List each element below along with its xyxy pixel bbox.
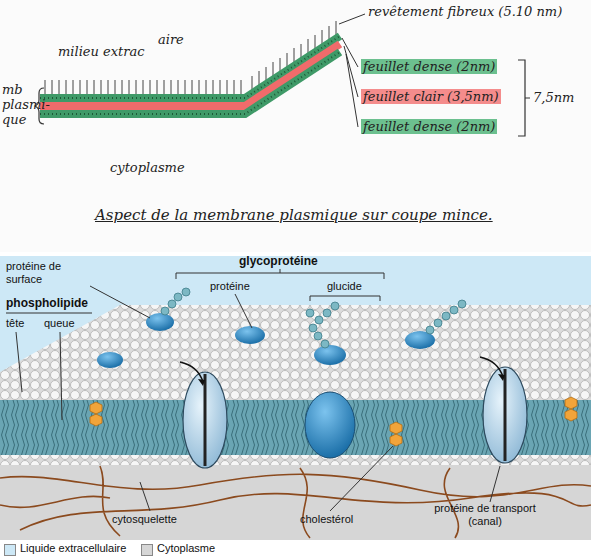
part-label: mb plasmi- que: [2, 82, 34, 127]
layer-label: feuillet dense (2nm): [361, 119, 497, 134]
part-label: protéine de surface: [6, 260, 88, 286]
region-label: milieu extrac: [58, 44, 145, 59]
part-label: queue: [44, 317, 75, 330]
region-label: cytoplasme: [110, 160, 185, 175]
part-label: protéine de transport (canal): [420, 502, 550, 528]
layer-label: feuillet clair (3,5nm): [361, 89, 501, 104]
part-label: cholestérol: [300, 513, 353, 526]
part-label: phospholipide: [6, 297, 88, 310]
part-label: protéine: [210, 280, 250, 293]
part-label: glycoprotéine: [239, 255, 318, 268]
part-label: tête: [6, 317, 24, 330]
legend-swatch: [4, 544, 16, 556]
part-label: cytosquelette: [112, 513, 177, 526]
caption: Aspect de la membrane plasmique sur coup…: [95, 206, 493, 224]
layer-label: feuillet dense (2nm): [361, 59, 497, 74]
legend-text: Liquide extracellulaire: [20, 542, 126, 554]
dimension-label: revêtement fibreux (5.10 nm): [368, 4, 562, 19]
region-label: aire: [158, 32, 184, 47]
legend-swatch: [141, 544, 153, 556]
legend-text: Cytoplasme: [157, 542, 215, 554]
part-label: glucide: [327, 280, 362, 293]
dimension-label: 7,5nm: [533, 90, 574, 105]
